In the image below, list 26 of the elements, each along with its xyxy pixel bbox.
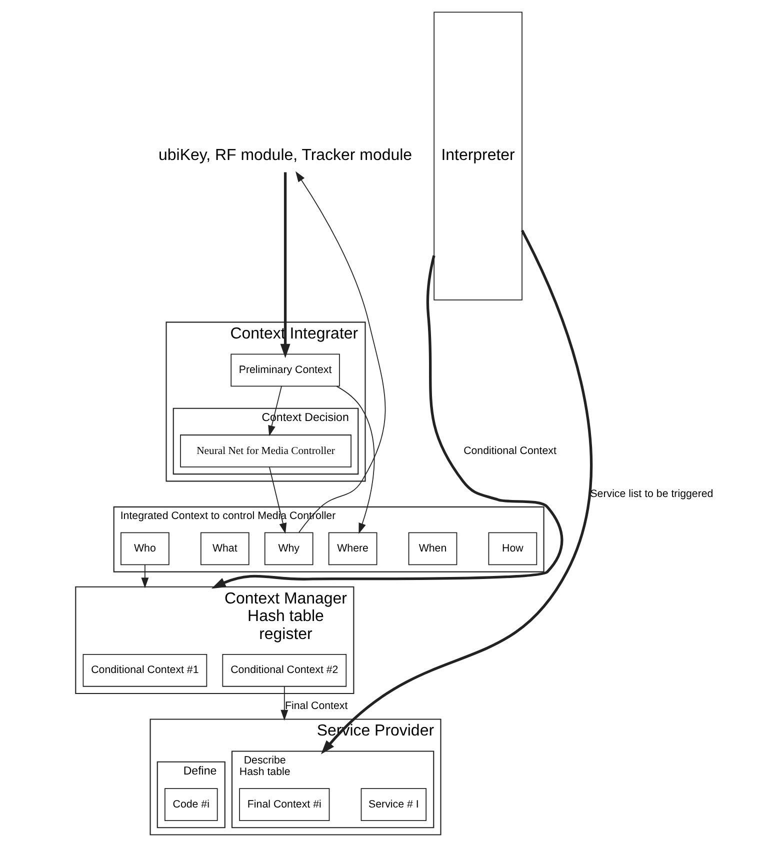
node-box: Why xyxy=(264,532,313,566)
arrow xyxy=(268,466,286,534)
arrow xyxy=(336,386,374,534)
node-box: What xyxy=(200,532,249,566)
node-text: ubiKey, RF module, Tracker module xyxy=(158,146,412,164)
node-box: Neural Net for Media Controller xyxy=(180,434,351,468)
node-box: Where xyxy=(328,532,377,566)
arrow xyxy=(210,255,563,589)
arrow xyxy=(280,172,290,358)
arrow xyxy=(268,386,282,436)
node-box: Service # I xyxy=(360,788,426,821)
arrow xyxy=(295,171,386,533)
arrow xyxy=(140,564,148,588)
node-box: Final Context #i xyxy=(238,788,330,821)
node-box: Who xyxy=(120,532,169,566)
node-box: Preliminary Context xyxy=(230,354,340,387)
edge-label: Conditional Context xyxy=(463,444,556,457)
node-box: Conditional Context #2 xyxy=(222,654,346,687)
arrow xyxy=(320,230,592,754)
node-box: Code #i xyxy=(164,788,218,821)
node-box: When xyxy=(408,532,457,566)
node-box: Interpreter xyxy=(433,12,522,300)
edge-label: Final Context xyxy=(284,700,348,712)
node-box: How xyxy=(488,532,537,566)
arrow xyxy=(280,686,288,721)
node-box: Conditional Context #1 xyxy=(82,654,207,687)
